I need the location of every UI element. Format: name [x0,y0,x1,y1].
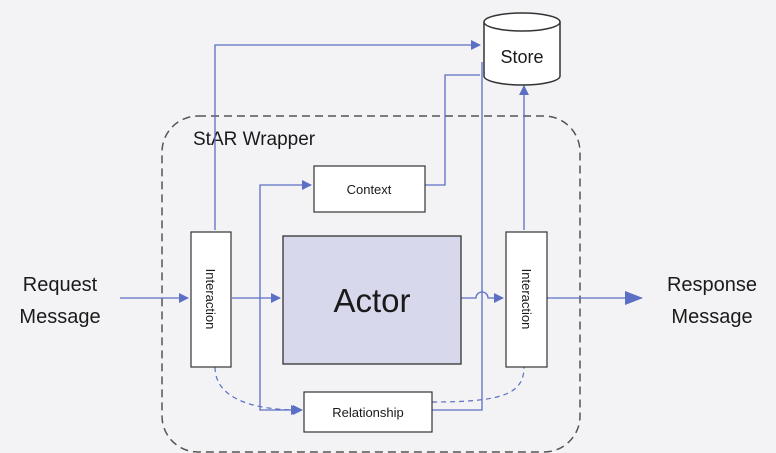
arrow-actor-to-interaction [461,291,504,303]
response-message-label-line2: Message [671,306,752,328]
request-message-label-line2: Message [19,306,100,328]
actor-label: Actor [333,282,410,319]
dashed-interaction-to-relationship [214,366,301,415]
line-context-to-store [425,74,480,186]
context-node: Context [313,165,426,213]
dashed-relationship-to-interaction-out [431,366,525,403]
star-wrapper-boundary [161,115,581,453]
relationship-node: Relationship [303,391,433,433]
interaction-out-node: Interaction [505,231,548,368]
interaction-in-node: Interaction [190,231,232,368]
arrow-interaction-to-store [214,40,481,230]
store-node: Store [483,12,561,86]
store-label: Store [500,47,543,67]
star-wrapper-label: StAR Wrapper [193,129,316,150]
line-relationship-to-store [432,62,483,411]
relationship-label: Relationship [332,405,404,420]
response-message-label-line1: Response [667,274,757,296]
interaction-in-label: Interaction [203,269,218,330]
context-label: Context [347,182,392,197]
arrow-branch-to-context [259,180,312,298]
actor-node: Actor [282,235,462,365]
interaction-out-label: Interaction [519,269,534,330]
request-message-label-line1: Request [23,274,98,296]
